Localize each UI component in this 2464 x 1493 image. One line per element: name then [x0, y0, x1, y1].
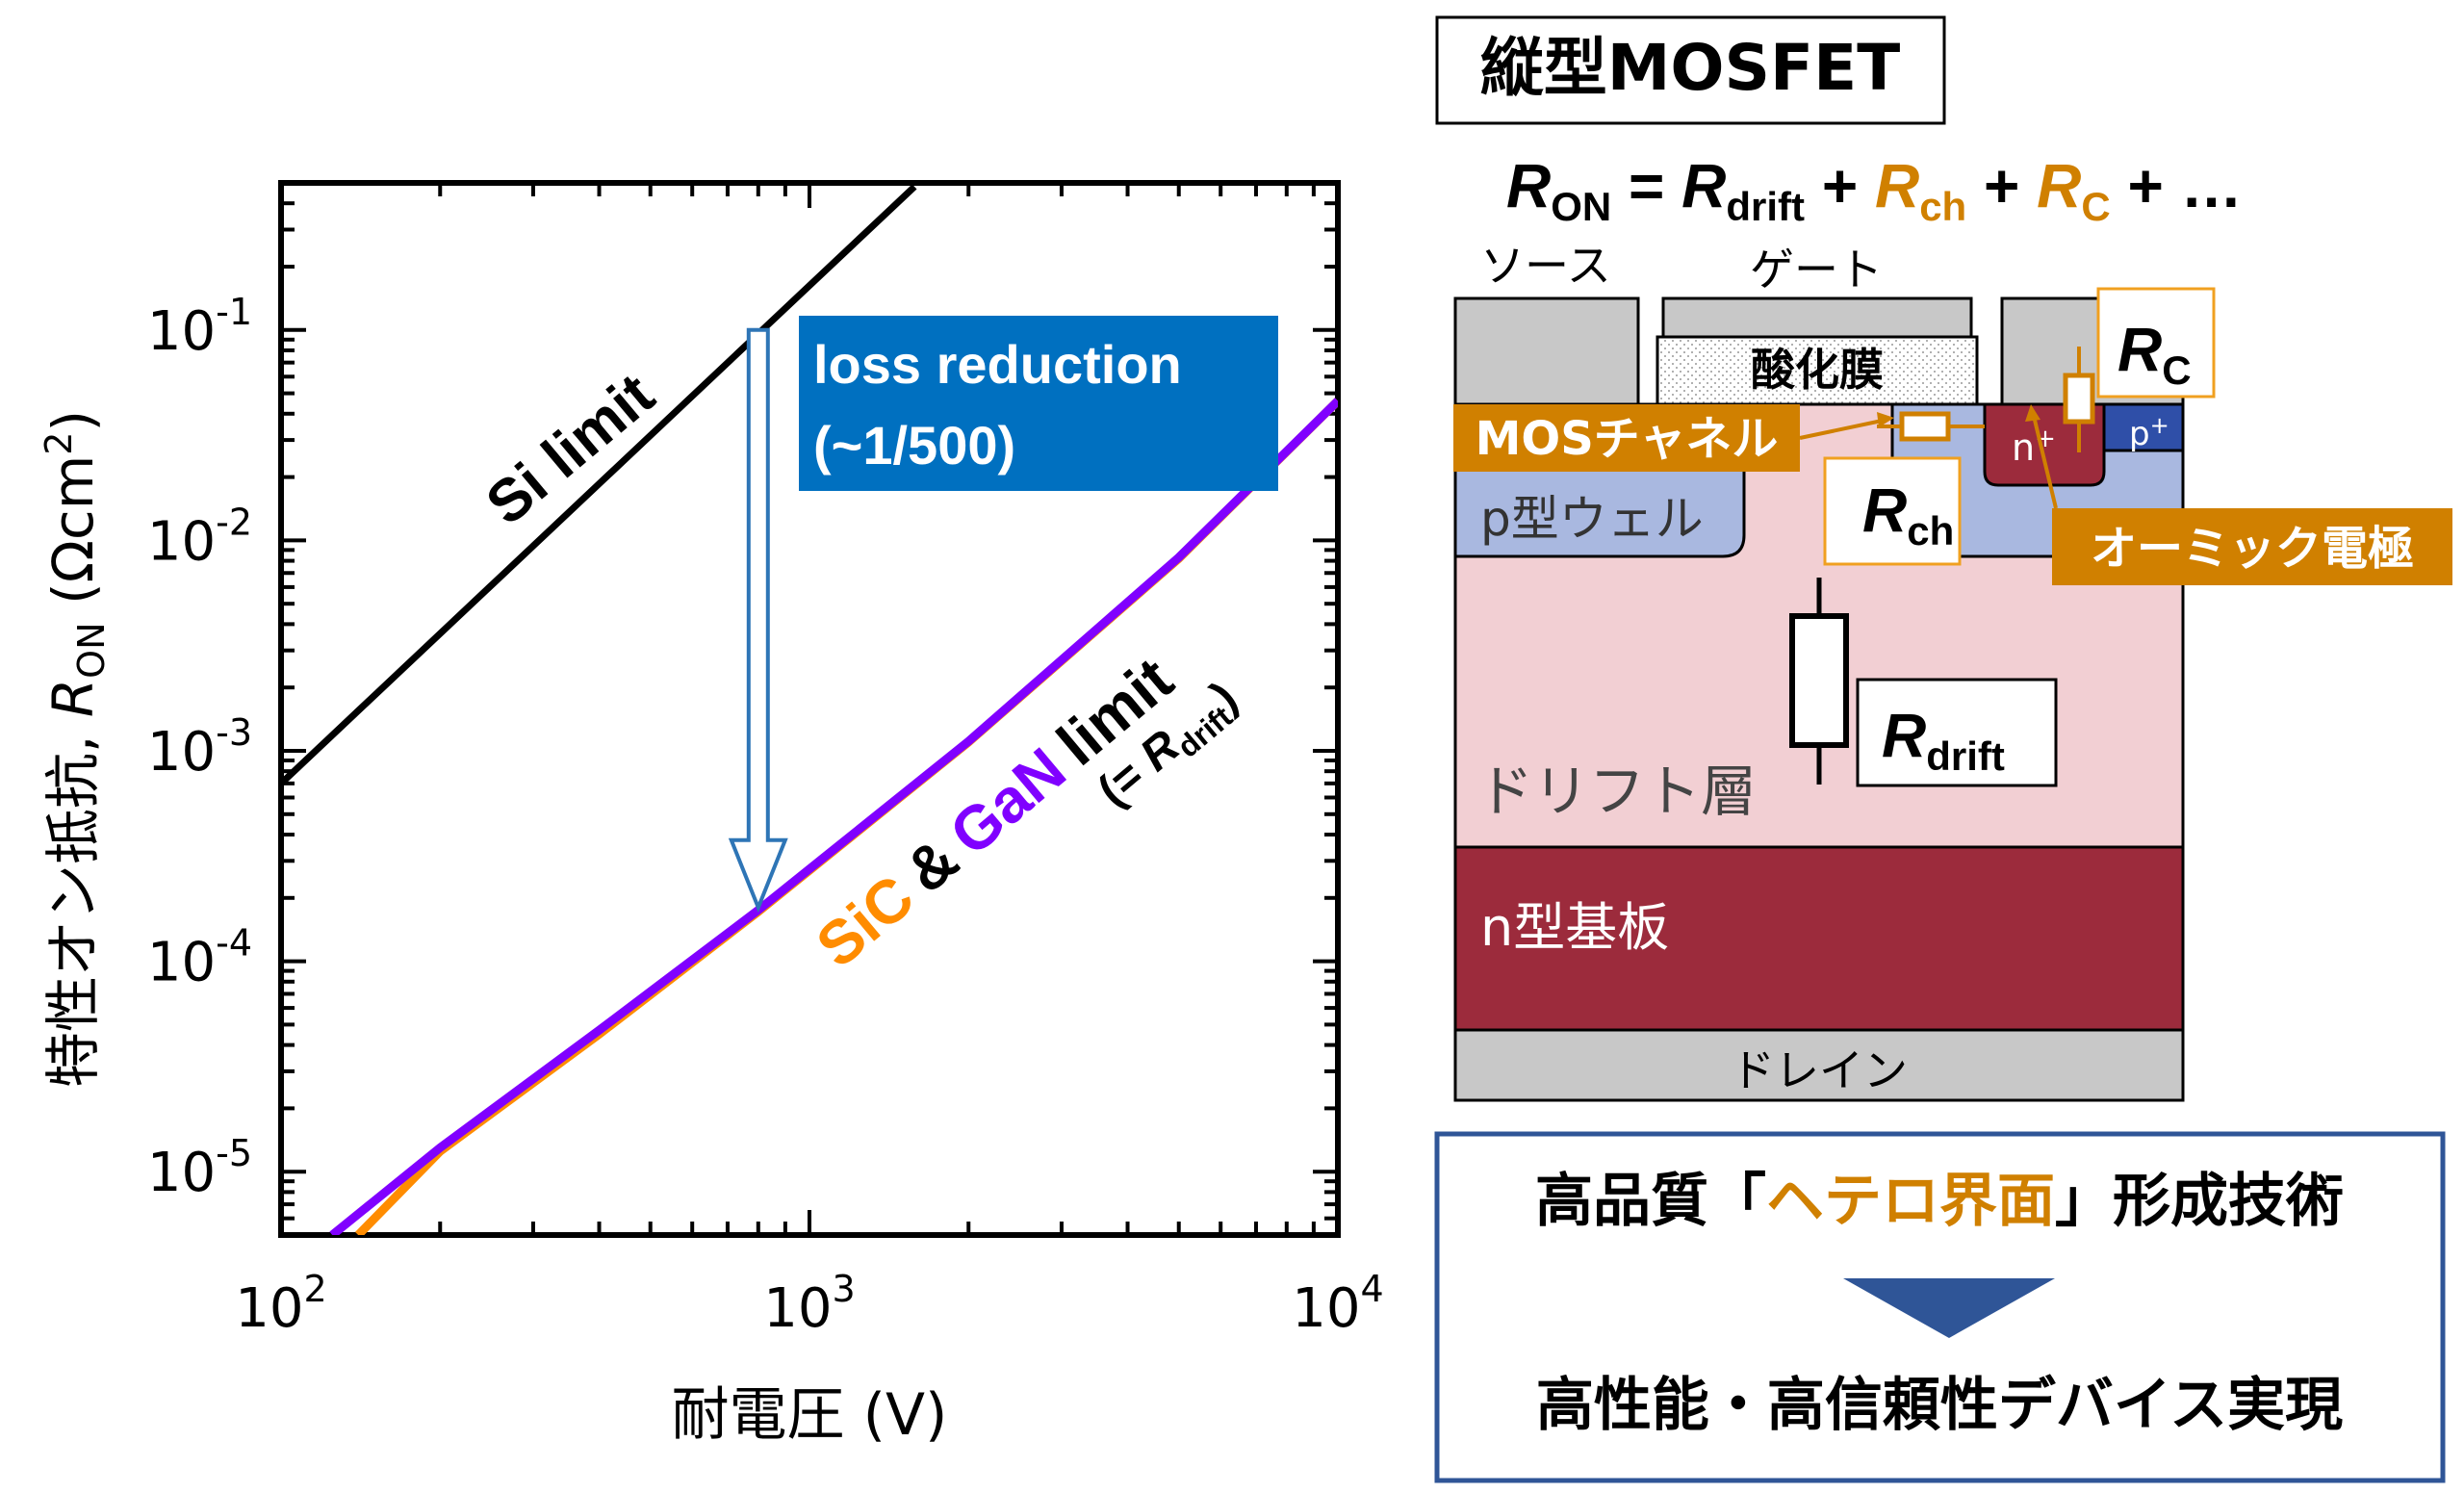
ohmic-pointer-head — [2025, 404, 2040, 422]
axis-ticks — [279, 181, 1340, 1235]
eq-lhs-R: R — [1506, 151, 1551, 220]
ohmic-callout — [2052, 508, 2452, 585]
y-axis-R: R — [40, 679, 106, 717]
summary-panel: 高品質「ヘテロ界面」形成技術 高性能・高信頼性デバイス実現 — [1434, 1131, 2446, 1483]
loss-reduction-box — [799, 316, 1278, 491]
y-axis-label: 特性オン抵抗, RON (Ωcm2) — [38, 410, 113, 1088]
summary-down-arrow — [1843, 1278, 2055, 1338]
rc-label: RC — [2118, 315, 2192, 393]
eq-t1-sub: drift — [1726, 184, 1805, 229]
sic-label: SiC — [804, 862, 927, 981]
rdrift-label: Rdrift — [1882, 701, 2005, 779]
rch-sub: ch — [1907, 508, 1954, 553]
y-axis-unit-sup: 2 — [38, 432, 80, 455]
substrate-label: n型基板 — [1480, 897, 1669, 958]
oxide-label: 酸化膜 — [1751, 344, 1884, 396]
mos-channel-pointer — [1799, 418, 1887, 440]
sic-gan-limit-label: SiC&GaNlimit — [804, 644, 1186, 981]
eq-t2-R: R — [1875, 151, 1919, 220]
x-tick-label: 103 — [763, 1268, 855, 1340]
rch-R: R — [1862, 476, 1907, 545]
diagram-title: 縦型MOSFET — [1480, 31, 1901, 105]
summary-line2: 高性能・高信頼性デバイス実現 — [1536, 1372, 2343, 1439]
eq-plus1: + — [1805, 151, 1875, 220]
p-plus-label: p+ — [2129, 412, 2169, 453]
source-contact-left — [1453, 296, 1640, 406]
mos-channel-callout — [1453, 404, 1800, 472]
rc-resistor-icon — [2063, 373, 2095, 425]
series-gan-line — [329, 398, 1338, 1235]
eq-equals: = — [1611, 151, 1681, 220]
summary-line1-a: 高品質「 — [1535, 1168, 1766, 1235]
p-plus-text: p — [2129, 415, 2150, 453]
source-label: ソース — [1480, 240, 1611, 292]
y-axis-unit-end: ) — [40, 410, 106, 432]
axis-tick-labels: 102 103 104 10-5 10-4 10-3 10-2 10-1 — [147, 291, 1384, 1340]
rch-label: Rch — [1862, 476, 1954, 553]
y-tick-label: 10-5 — [147, 1132, 252, 1204]
x-tick-label: 104 — [1292, 1268, 1383, 1340]
x-tick-label: 102 — [235, 1268, 326, 1340]
summary-line1-highlight: ヘテロ界面 — [1766, 1168, 2055, 1235]
rc-label-box — [2096, 287, 2216, 399]
rdrift-label-box — [1856, 678, 2058, 787]
mosfet-diagram: 縦型MOSFET RON = Rdrift + Rch + RC + … ソース… — [1435, 15, 2452, 1102]
rdrift-resistor-icon — [1789, 613, 1849, 748]
rch-resistor-icon — [1899, 411, 1951, 442]
p-well-label: p型ウェル — [1480, 491, 1704, 547]
loss-reduction-arrow — [728, 327, 788, 914]
rdrift-sub: drift — [1926, 734, 2005, 779]
drain-label: ドレイン — [1731, 1044, 1908, 1096]
summary-line1-c: 」形成技術 — [2055, 1168, 2344, 1235]
gate-electrode — [1661, 296, 1973, 339]
y-axis-unit: (Ωcm — [40, 455, 106, 623]
eq-tail: + … — [2111, 151, 2243, 220]
series-sic-line — [354, 398, 1338, 1235]
title-box — [1435, 15, 1946, 125]
rc-R: R — [2118, 315, 2162, 384]
eq-t2-sub: ch — [1919, 184, 1966, 229]
eq-t1-R: R — [1681, 151, 1726, 220]
y-tick-label: 10-1 — [147, 291, 252, 363]
summary-line1: 高品質「ヘテロ界面」形成技術 — [1535, 1168, 2344, 1235]
p-plus-sup: + — [2150, 412, 2169, 439]
y-axis-sub: ON — [70, 622, 113, 678]
series-si-limit-line — [281, 184, 917, 786]
y-tick-label: 10-4 — [147, 922, 252, 994]
eq-plus2: + — [1966, 151, 2037, 220]
gate-label: ゲート — [1750, 244, 1883, 296]
chart: 102 103 104 10-5 10-4 10-3 10-2 10-1 loss reduc… — [38, 180, 1384, 1449]
eq-t3-sub: C — [2081, 184, 2110, 229]
eq-t3-R: R — [2037, 151, 2081, 220]
x-axis-label: 耐電圧 (V) — [672, 1381, 948, 1449]
rdrift-R: R — [1882, 701, 1926, 770]
ohmic-pointer — [2031, 411, 2058, 509]
n-plus-text: n — [2012, 426, 2035, 469]
rc-sub: C — [2162, 348, 2191, 393]
y-tick-label: 10-3 — [147, 711, 252, 784]
gate-oxide — [1656, 335, 1979, 406]
drift-layer-label: ドリフト層 — [1477, 759, 1757, 824]
y-tick-label: 10-2 — [147, 501, 252, 573]
mos-channel-label: MOSチャネル — [1476, 412, 1779, 466]
ohmic-label: オーミック電極 — [2091, 522, 2414, 576]
eq-lhs-sub: ON — [1551, 184, 1611, 229]
y-axis-label-text: 特性オン抵抗, — [40, 717, 106, 1088]
loss-reduction-line2: (~1/500) — [813, 415, 1015, 476]
substrate-layer — [1453, 845, 2185, 1032]
n-plus-region — [1983, 402, 2106, 487]
rch-label-box — [1823, 456, 1962, 566]
mos-channel-pointer-head — [1877, 412, 1894, 427]
ron-equation: RON = Rdrift + Rch + RC + … — [1506, 151, 2243, 229]
p-plus-region — [2102, 402, 2185, 452]
loss-reduction-line1: loss reduction — [813, 334, 1182, 395]
